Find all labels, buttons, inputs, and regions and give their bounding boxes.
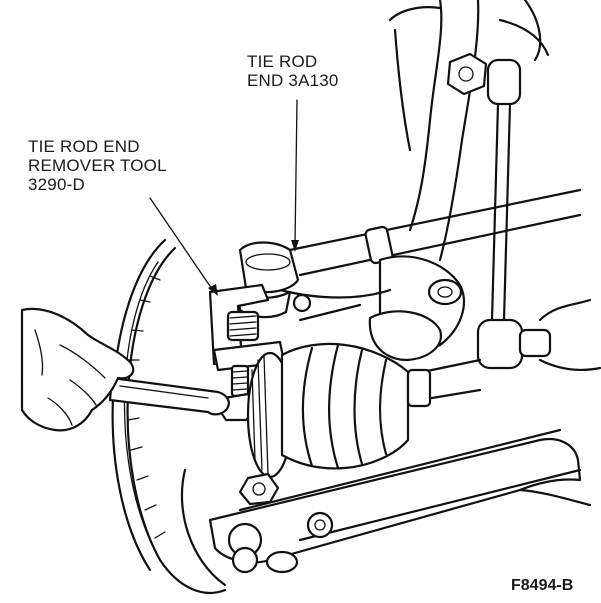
steering-knuckle bbox=[278, 255, 465, 362]
leader-lines bbox=[149, 99, 299, 296]
figure-id: F8494-B bbox=[511, 577, 574, 594]
callout-remover-tool-line3: 3290-D bbox=[28, 175, 85, 194]
callout-remover-tool-line1: TIE ROD END bbox=[28, 137, 140, 156]
brake-rotor bbox=[111, 238, 227, 594]
callout-tie-rod-end: TIE ROD END 3A130 bbox=[247, 52, 339, 90]
cv-joint-boot bbox=[246, 342, 482, 479]
tie-rod-end bbox=[236, 241, 300, 319]
leader-tie-rod-end bbox=[294, 99, 298, 246]
arrowhead-tie-rod-end bbox=[291, 240, 299, 252]
callout-tie-rod-end-line1: TIE ROD bbox=[247, 52, 318, 71]
technician-hand bbox=[20, 307, 135, 432]
callout-remover-tool-line2: REMOVER TOOL bbox=[28, 156, 167, 175]
leader-remover-tool bbox=[149, 197, 215, 293]
callout-remover-tool: TIE ROD END REMOVER TOOL 3290-D bbox=[28, 137, 167, 194]
callout-tie-rod-end-line2: END 3A130 bbox=[247, 71, 339, 90]
strut-assembly bbox=[388, 0, 550, 262]
tie-rod bbox=[288, 188, 582, 277]
stabilizer-link bbox=[476, 58, 601, 371]
arrowhead-remover-tool bbox=[208, 284, 218, 296]
wrench bbox=[108, 376, 230, 416]
lower-control-arm bbox=[208, 428, 592, 574]
